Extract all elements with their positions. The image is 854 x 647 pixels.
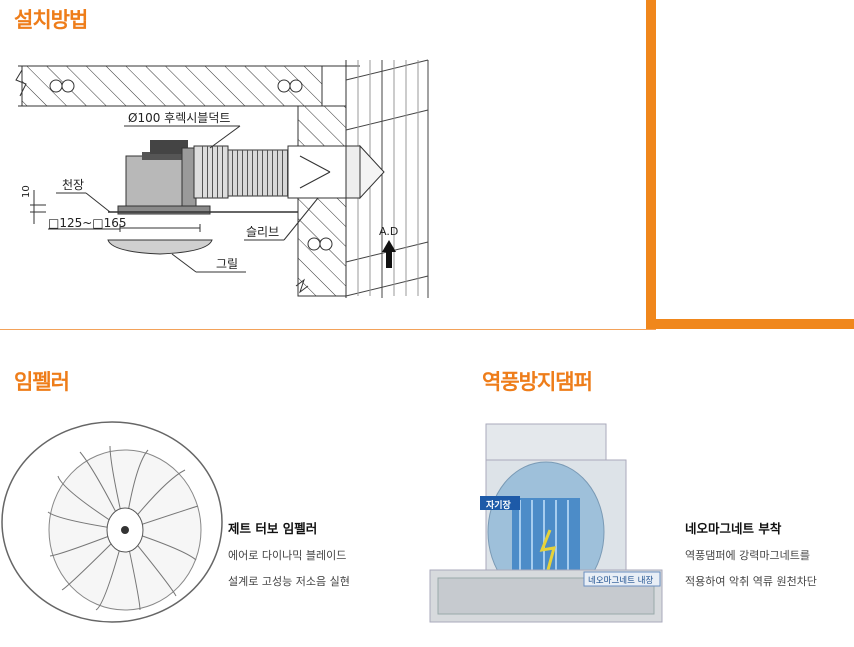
grill-label: 그릴: [216, 257, 238, 271]
fan-body: [108, 140, 298, 215]
ceiling-slab: [15, 65, 360, 107]
grill-shape: [107, 239, 213, 255]
dim-10-label: 10: [21, 185, 32, 198]
sleeve-label: 슬리브: [246, 225, 279, 239]
impeller-feature-line-2: 설계로 고성능 저소음 실현: [228, 575, 350, 588]
section-divider: [0, 329, 656, 330]
ceiling-label: 천장: [62, 177, 84, 192]
orange-frame-vertical: [646, 0, 656, 329]
damper-feature-line-2: 적용하여 악취 역류 원천차단: [685, 575, 817, 588]
damper-section-title: 역풍방지댐퍼: [482, 370, 593, 394]
neo-magnet-tag: 네오마그네트 내장: [588, 576, 654, 586]
orange-frame-horizontal: [646, 319, 854, 329]
install-section-title: 설치방법: [14, 8, 88, 32]
ad-label: A.D: [379, 225, 398, 238]
magnetic-field-tag: 자기장: [486, 501, 511, 511]
airflow-arrow: [382, 240, 396, 268]
flexible-duct: [227, 149, 291, 197]
duct-label: Ø100 후렉시블덕트: [128, 111, 230, 125]
wall: [295, 60, 347, 298]
impeller-illustration: [1, 421, 223, 623]
impeller-section-title: 임펠러: [14, 370, 70, 394]
annotations: [30, 125, 319, 273]
installation-diagram: Ø100 후렉시블덕트 천장 10 □125~□165 슬리브 그릴 A.D: [15, 59, 429, 298]
wall-sleeve: [287, 144, 385, 200]
impeller-feature-title: 제트 터보 임펠러: [228, 521, 318, 536]
damper-feature-title: 네오마그네트 부착: [685, 521, 782, 536]
damper-feature-line-1: 역풍댐퍼에 강력마그네트를: [685, 549, 810, 562]
size-label: □125~□165: [48, 216, 127, 230]
impeller-feature-line-1: 에어로 다이나믹 블레이드: [228, 549, 347, 562]
damper-illustration: [429, 423, 663, 623]
